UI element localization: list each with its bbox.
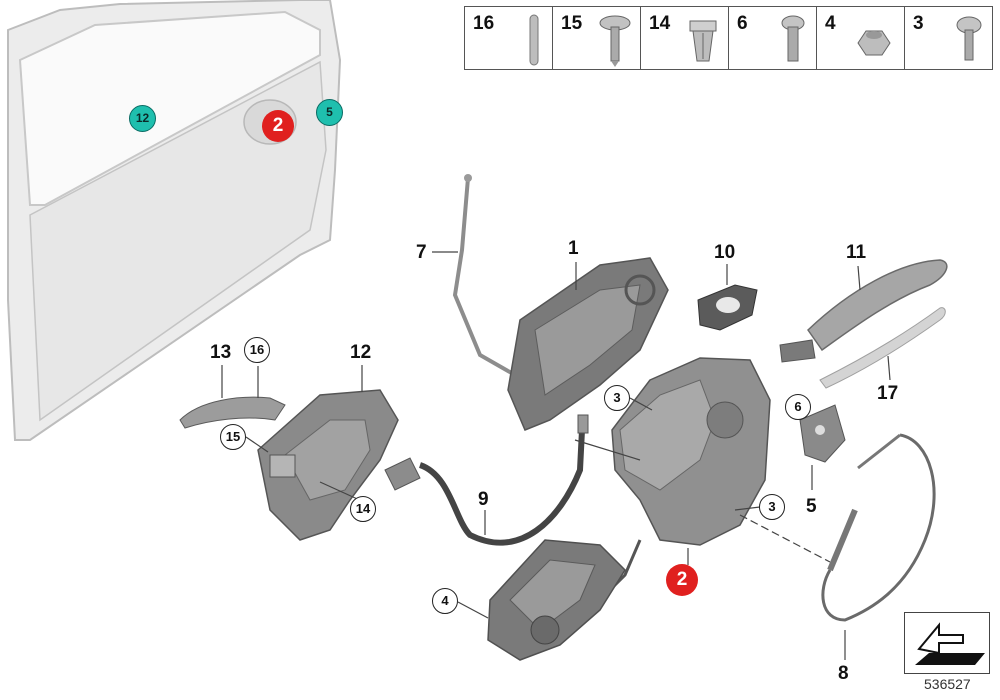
bowden-cable-8-drawing [821, 433, 936, 660]
part-label: 1 [568, 238, 579, 259]
part-label: 10 [714, 242, 736, 263]
expanding-nut-icon [689, 20, 717, 62]
cable-9-drawing [384, 414, 589, 546]
part-label: 17 [877, 383, 899, 404]
legend-cell: 16 [465, 7, 553, 69]
legend-number: 3 [913, 13, 924, 34]
circled-label: 6 [785, 394, 811, 420]
outer-handle-11-drawing [779, 259, 948, 363]
rear-door-illustration [7, 0, 342, 441]
cover-cap-10-drawing [697, 264, 758, 331]
circled-label: 15 [220, 424, 246, 450]
legend-cell: 4 [817, 7, 905, 69]
striker-5-drawing [799, 404, 846, 490]
navigation-arrow-box[interactable] [904, 612, 990, 674]
inner-handle-13-drawing [179, 365, 286, 429]
callout-badge-red: 2 [262, 110, 294, 142]
part-label: 8 [838, 663, 849, 684]
screw-icon [781, 15, 805, 62]
arrow-icon [915, 622, 985, 665]
callout-badge: 12 [129, 105, 156, 132]
part-label: 12 [350, 342, 372, 363]
legend-number: 6 [737, 13, 748, 34]
hex-nut-icon [857, 30, 891, 56]
circled-label: 4 [432, 588, 458, 614]
seal-17-drawing [819, 307, 946, 389]
part-label: 9 [478, 489, 489, 510]
legend-cell: 6 [729, 7, 817, 69]
callout-badge-red: 2 [666, 564, 698, 596]
carrier-bracket-1-drawing [507, 257, 669, 431]
part-label: 7 [416, 242, 427, 263]
inner-handle-carrier-12-drawing [257, 365, 399, 541]
circled-label: 3 [604, 385, 630, 411]
door-lock-2-drawing [608, 357, 771, 592]
circled-label: 14 [350, 496, 376, 522]
callout-badge: 5 [316, 99, 343, 126]
part-label: 13 [210, 342, 232, 363]
pin-icon [529, 14, 539, 66]
legend-number: 14 [649, 13, 671, 34]
legend-number: 4 [825, 13, 836, 34]
fastener-legend: 16 15 14 6 4 3 [464, 6, 993, 70]
legend-cell: 14 [641, 7, 729, 69]
legend-cell: 3 [905, 7, 992, 69]
flat-head-screw-icon [956, 16, 982, 61]
screw-washer-icon [599, 15, 631, 67]
rod-7-drawing [432, 174, 516, 377]
legend-cell: 15 [553, 7, 641, 69]
actuator-motor-4-drawing [457, 539, 626, 661]
legend-number: 16 [473, 13, 495, 34]
circled-label: 3 [759, 494, 785, 520]
legend-number: 15 [561, 13, 583, 34]
diagram-number: 536527 [924, 676, 971, 692]
part-label: 5 [806, 496, 817, 517]
part-label: 11 [846, 242, 867, 263]
circled-label: 16 [244, 337, 270, 363]
